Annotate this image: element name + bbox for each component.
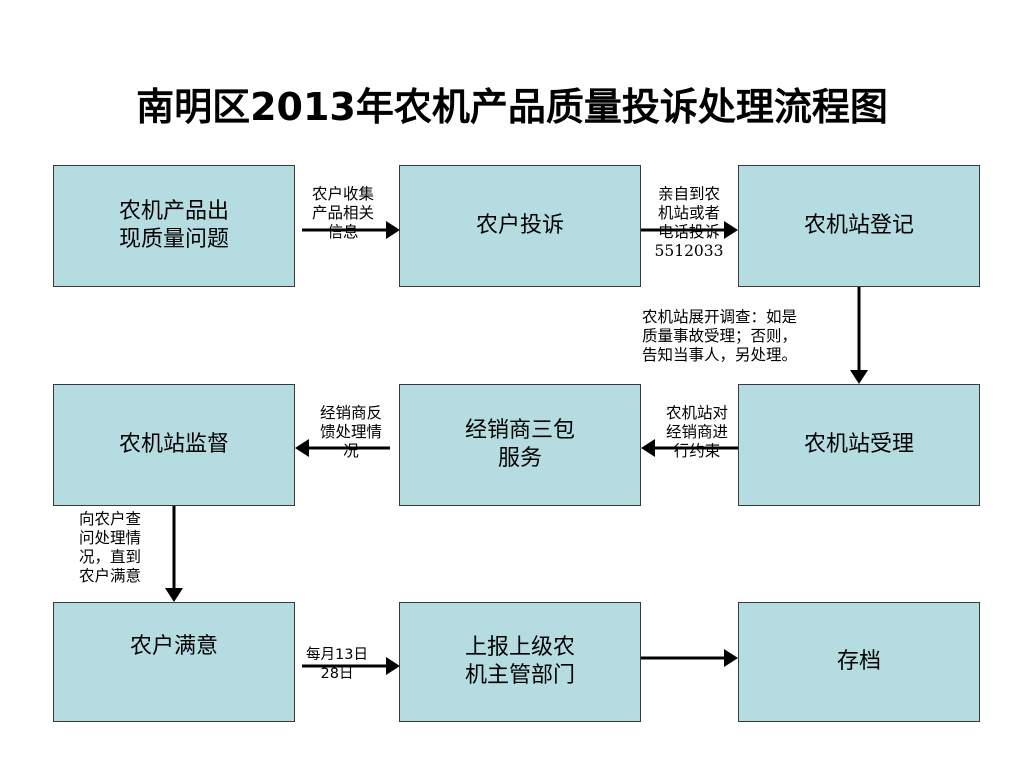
box-register-text: 农机站登记 xyxy=(803,213,914,238)
label-dealer-feedback: 经销商反 馈处理情 况 xyxy=(319,404,382,460)
box-complaint: 农户投诉 xyxy=(399,165,641,287)
page-title: 南明区2013年农机产品质量投诉处理流程图 xyxy=(136,85,888,129)
label-ask-farmer: 向农户查 问处理情 况，直到 农户满意 xyxy=(78,510,141,585)
box-archive: 存档 xyxy=(738,602,980,722)
arrow-accept-to-dealer xyxy=(641,439,738,457)
arrow-dealer-to-supervise xyxy=(295,439,390,457)
box-satisfied: 农户满意 xyxy=(53,602,295,722)
box-supervise: 农机站监督 xyxy=(53,384,295,506)
box-register: 农机站登记 xyxy=(738,165,980,287)
label-investigate: 农机站展开调查：如是 质量事故受理；否则， 告知当事人，另处理。 xyxy=(642,308,798,364)
box-satisfied-text: 农户满意 xyxy=(129,634,218,659)
arrow-register-to-accept xyxy=(850,287,868,384)
arrow-issue-to-complaint xyxy=(302,221,400,239)
box-report: 上报上级农 机主管部门 xyxy=(399,602,641,722)
box-archive-text: 存档 xyxy=(836,649,881,674)
label-visit-or-call: 亲自到农 机站或者 电话投诉 5512033 xyxy=(654,185,724,260)
box-quality-issue-text: 农机产品出 现质量问题 xyxy=(118,199,229,252)
box-dealer-service: 经销商三包 服务 xyxy=(399,384,641,506)
arrow-report-to-archive xyxy=(641,649,738,667)
box-accept: 农机站受理 xyxy=(738,384,980,506)
label-collect-info: 农户收集 产品相关 信息 xyxy=(311,185,374,241)
box-report-text: 上报上级农 机主管部门 xyxy=(464,635,575,688)
label-monthly: 每月13日 28日 xyxy=(306,647,368,682)
box-complaint-text: 农户投诉 xyxy=(475,213,564,238)
box-accept-text: 农机站受理 xyxy=(803,432,914,457)
box-supervise-text: 农机站监督 xyxy=(118,432,229,457)
box-quality-issue: 农机产品出 现质量问题 xyxy=(53,165,295,287)
box-dealer-service-text: 经销商三包 服务 xyxy=(464,418,575,471)
label-constrain-dealer: 农机站对 经销商进 行约束 xyxy=(665,404,728,460)
arrow-supervise-to-satisfied xyxy=(165,506,183,602)
arrow-complaint-to-register xyxy=(641,221,738,239)
arrow-satisfied-to-report xyxy=(302,657,400,675)
